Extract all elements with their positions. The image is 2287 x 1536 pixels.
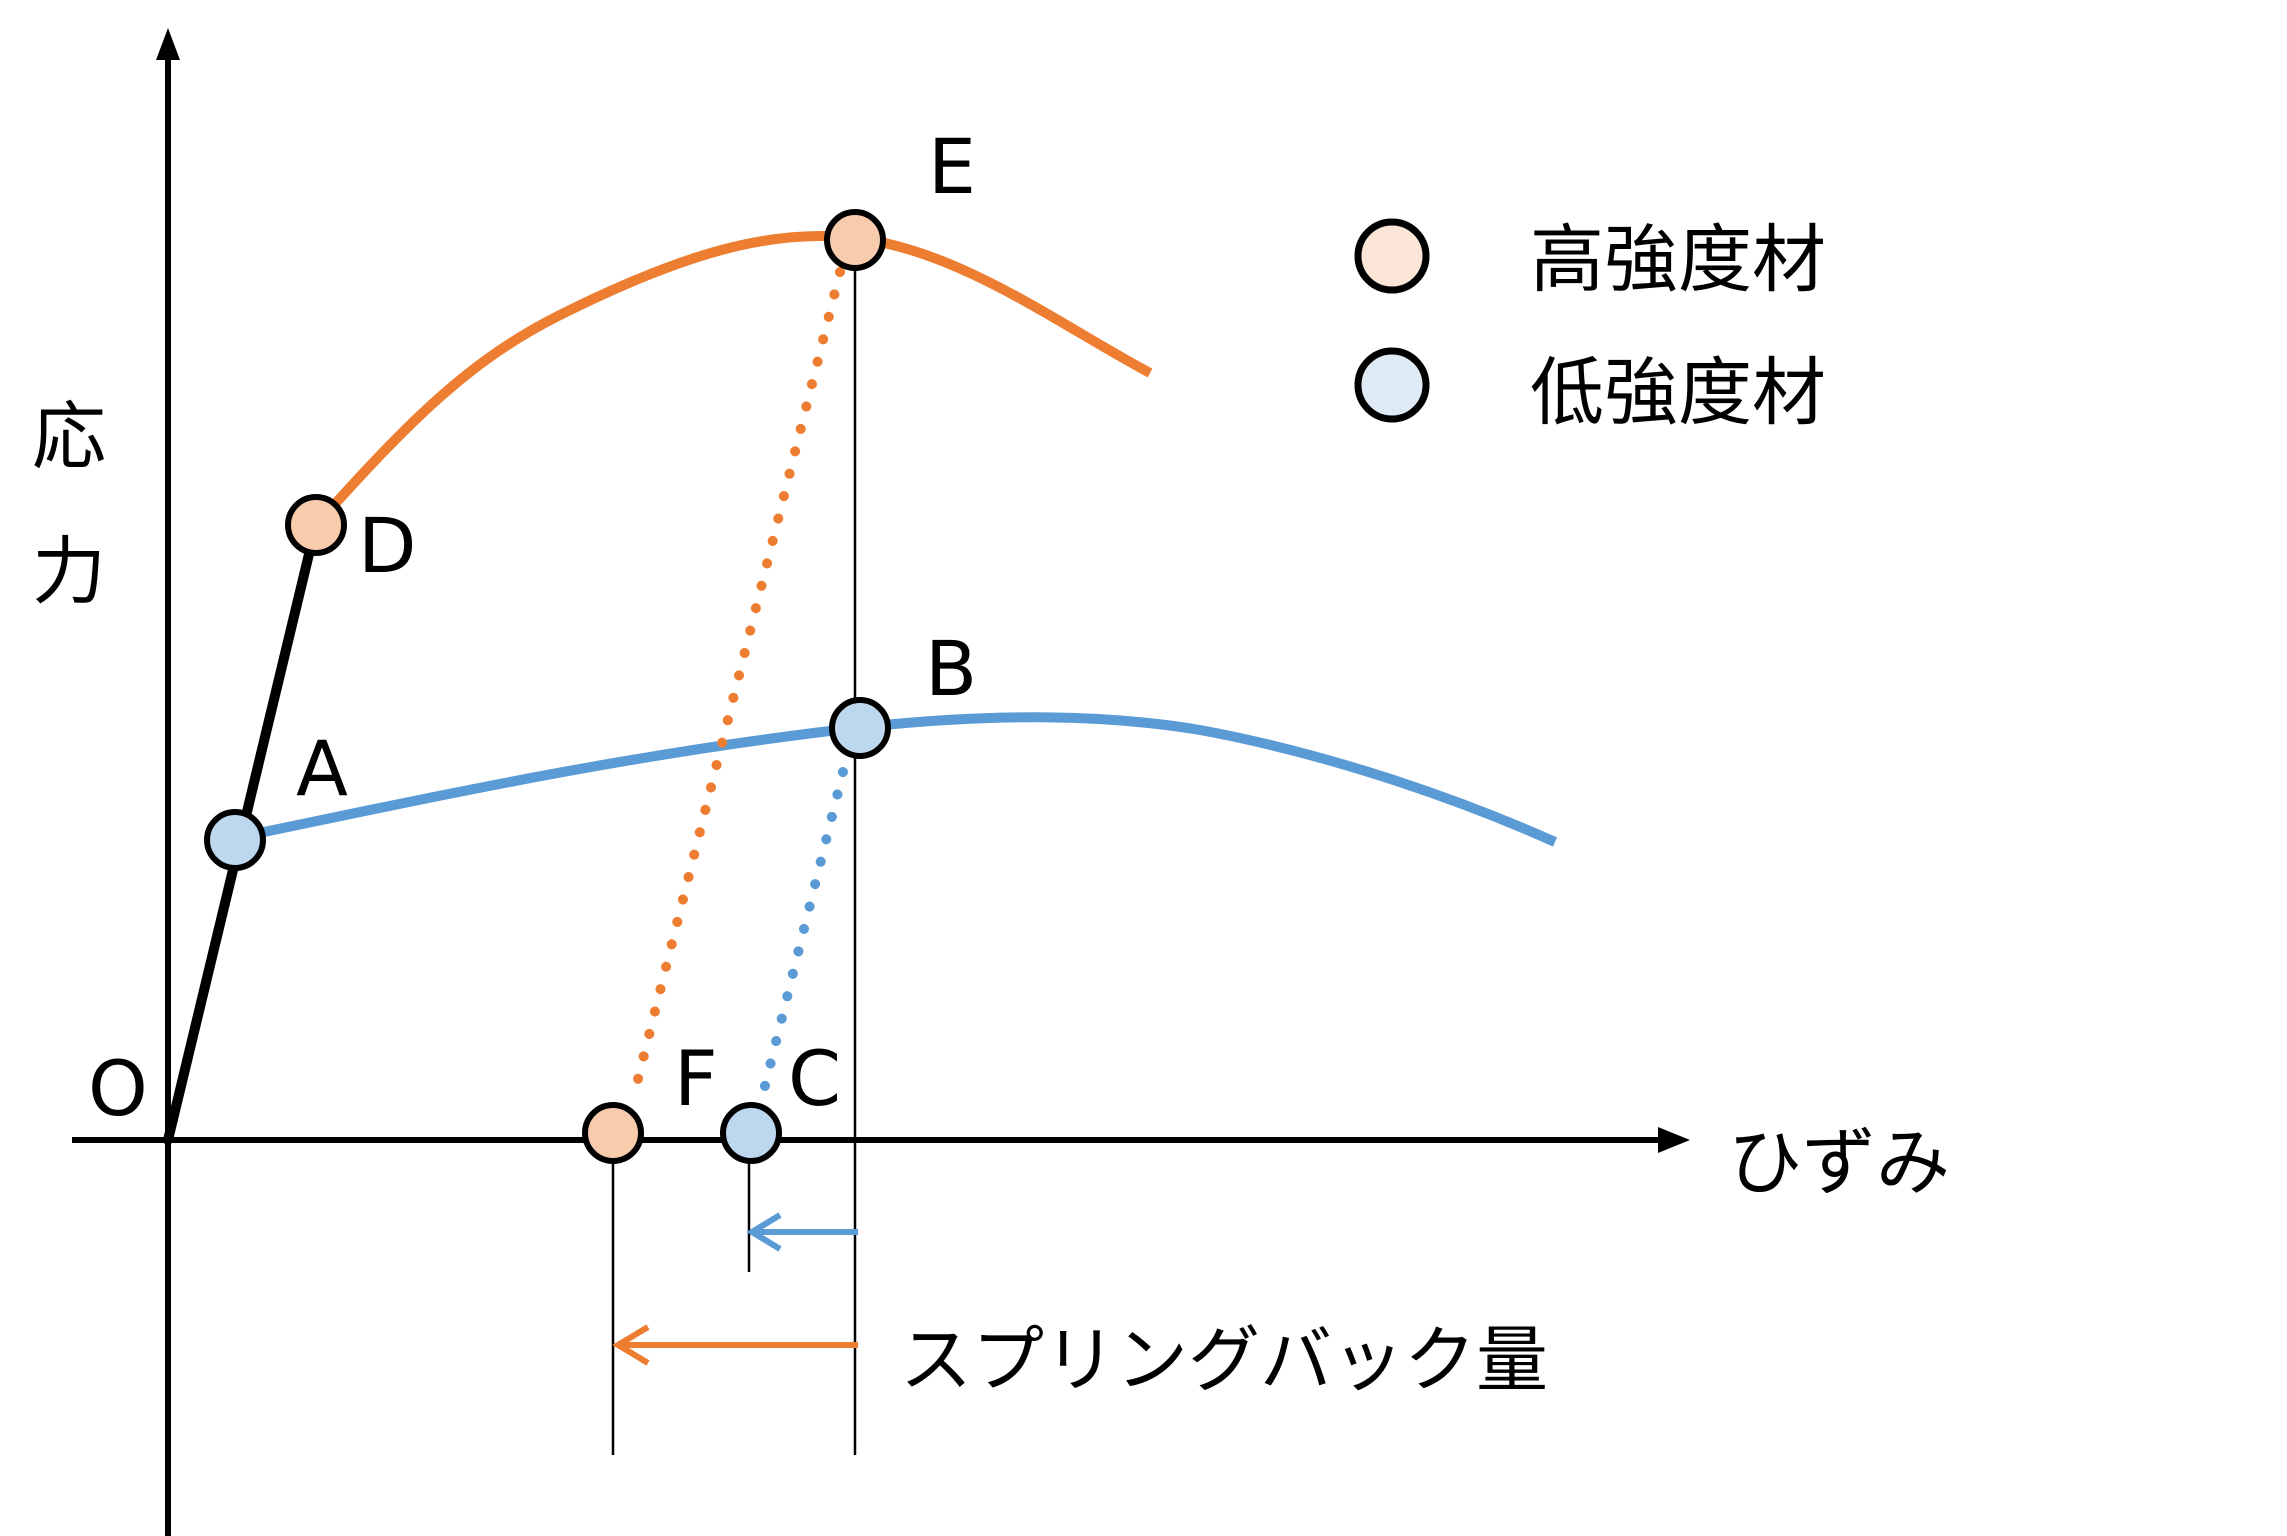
label-a: A	[296, 724, 348, 813]
y-axis-label-line2: 力	[32, 529, 106, 615]
axes	[72, 28, 1690, 1536]
x-axis-arrowhead	[1658, 1127, 1690, 1153]
reference-lines	[611, 240, 857, 1455]
low-strength-springback-arrow	[746, 1212, 858, 1252]
springback-label: スプリングバック量	[900, 1318, 1548, 1402]
low-strength-springback-head	[746, 1212, 782, 1252]
high-strength-springback-arrow	[612, 1324, 858, 1366]
legend-high-strength-marker	[1354, 218, 1430, 294]
marker-a	[204, 809, 266, 871]
y-axis-arrowhead	[156, 28, 180, 60]
high-strength-unloading-line	[629, 267, 845, 1100]
label-c: C	[788, 1034, 841, 1123]
marker-d	[285, 494, 347, 556]
label-e: E	[928, 122, 976, 211]
x-axis-label: ひずみ	[1728, 1120, 1950, 1206]
high-strength-springback-head	[612, 1324, 650, 1366]
legend-low-strength-marker	[1354, 347, 1430, 423]
label-origin: O	[88, 1044, 148, 1133]
marker-e	[824, 209, 886, 271]
legend-high-strength-label: 高強度材	[1530, 217, 1826, 303]
label-b: B	[925, 624, 977, 713]
high-strength-curve	[312, 231, 1153, 529]
marker-b	[829, 697, 891, 759]
legend: 高強度材 低強度材	[1354, 217, 1826, 436]
low-strength-curve	[233, 712, 1558, 847]
marker-c	[720, 1102, 782, 1164]
label-f: F	[674, 1034, 718, 1123]
low-strength-unloading-line	[757, 767, 848, 1103]
marker-f	[582, 1102, 644, 1164]
axis-labels: 応 力 ひずみ	[32, 394, 1950, 1206]
y-axis-label-line1: 応	[32, 394, 106, 480]
label-d: D	[358, 501, 417, 590]
point-labels: A D E B F C O	[88, 122, 977, 1133]
legend-low-strength-label: 低強度材	[1530, 350, 1826, 436]
point-markers	[204, 209, 891, 1164]
